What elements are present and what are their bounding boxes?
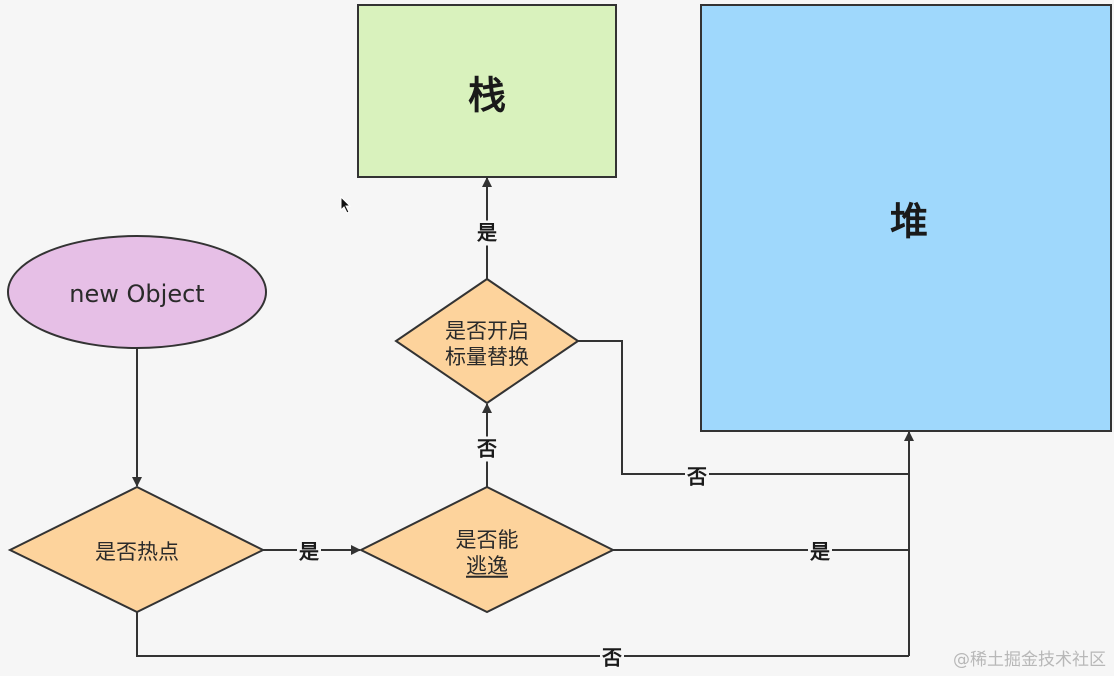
- escape-check-diamond: [358, 485, 616, 614]
- scalar-check-label: 是否开启 标量替换: [445, 318, 529, 371]
- edge-label-scalar-no: 否: [685, 464, 709, 490]
- escape-check-line2: 逃逸: [466, 554, 508, 578]
- edge-label-hot-yes: 是: [297, 539, 321, 565]
- edge-label-scalar-yes: 是: [475, 220, 499, 246]
- edge-hot-to-heap: [136, 612, 909, 657]
- heap-label: 堆: [889, 199, 929, 244]
- escape-check-line1: 是否能: [455, 527, 519, 552]
- start-label: new Object: [69, 280, 205, 308]
- edge-label-escape-yes: 是: [808, 539, 832, 565]
- heap-box: [700, 4, 1112, 432]
- scalar-check-line1: 是否开启: [445, 318, 529, 343]
- edge-scalar-to-heap: [578, 340, 909, 475]
- edge-label-escape-no: 否: [475, 436, 499, 462]
- hot-check-label: 是否热点: [95, 539, 179, 564]
- escape-check-label: 是否能 逃逸: [456, 527, 519, 580]
- mouse-cursor-icon: [340, 196, 352, 214]
- stack-box: [357, 4, 617, 178]
- stack-label: 栈: [467, 73, 507, 118]
- scalar-check-line2: 标量替换: [445, 345, 529, 369]
- edge-label-hot-no: 否: [600, 645, 624, 671]
- watermark: @稀土掘金技术社区: [953, 650, 1106, 670]
